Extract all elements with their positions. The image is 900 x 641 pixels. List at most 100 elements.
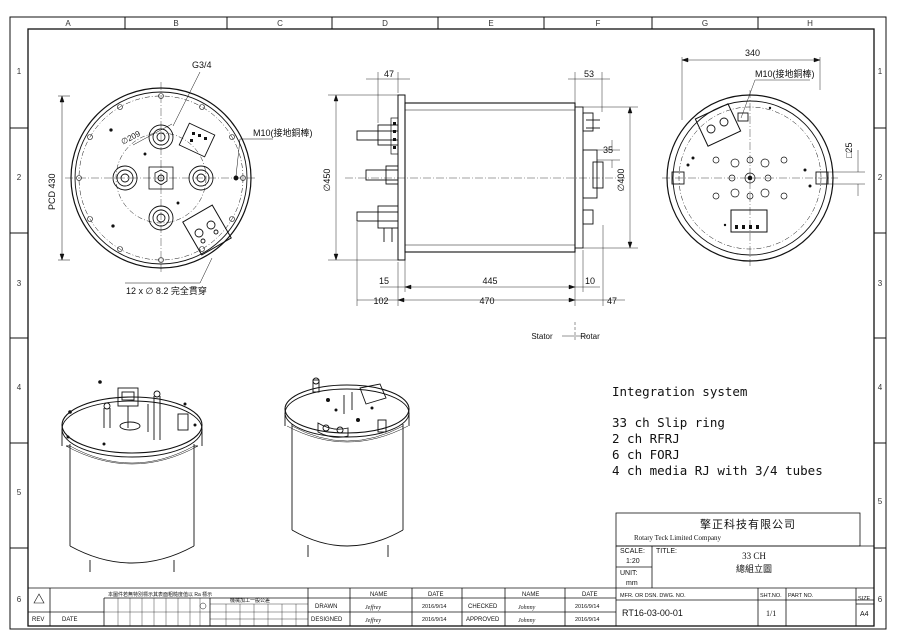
rev-label: REV [32, 617, 44, 623]
approved-date: 2016/9/14 [575, 617, 599, 623]
checked-date: 2016/9/14 [575, 604, 599, 610]
dim-10: 10 [585, 276, 595, 286]
front-view-annotations [58, 71, 273, 284]
drawing-number: RT16-03-00-01 [622, 608, 683, 618]
dim-35: 35 [603, 145, 613, 155]
label-stator: Stator [531, 332, 553, 341]
iso-view-right [284, 377, 410, 557]
front-view [65, 82, 257, 274]
title-block-text: 擎正科技有限公司 Rotary Teck Limited Company SCA… [32, 517, 871, 624]
drawn-name: Jeffrey [365, 604, 381, 611]
checked-label: CHECKED [468, 604, 498, 610]
side-view-dimensions [328, 72, 638, 342]
row-label-4: 4 [17, 383, 22, 392]
notes-line-2: 2 ch RFRJ [612, 431, 680, 446]
col-label-a: A [65, 19, 71, 28]
approved-name: Johnny [518, 618, 536, 624]
row-label-5: 5 [17, 488, 22, 497]
surface-note: 本圖件若無特別標示其表面粗糙度值以 Ra 標示 [108, 591, 212, 598]
row-label-3-right: 3 [878, 279, 883, 288]
row-label-1: 1 [17, 67, 22, 76]
title-block [28, 512, 874, 626]
rear-view [662, 90, 838, 266]
unit-label: UNIT: [620, 570, 638, 577]
col-label-b: B [173, 19, 178, 28]
dim-53: 53 [584, 69, 594, 79]
side-view-labels: 47 53 35 ∅450 ∅400 15 445 10 102 470 47 … [322, 69, 626, 341]
scale-label: SCALE: [620, 548, 645, 555]
size-label: SIZE [858, 596, 871, 602]
row-label-5-right: 5 [878, 497, 883, 506]
title-label: TITLE: [656, 548, 677, 555]
label-holes: 12 x ∅ 8.2 完全貫穿 [126, 285, 207, 296]
notes-line-1: 33 ch Slip ring [612, 415, 725, 430]
col-label-f: F [596, 19, 601, 28]
dim-47-bottom: 47 [607, 296, 617, 306]
grid-labels: A B C D E F G H 1 2 3 4 5 6 1 2 3 4 5 6 [17, 19, 883, 604]
drawn-date: 2016/9/14 [422, 604, 446, 610]
row-label-4-right: 4 [878, 383, 883, 392]
notes-heading: Integration system [612, 384, 747, 399]
company-name-cn: 擎正科技有限公司 [700, 517, 796, 531]
notes-block: Integration system 33 ch Slip ring 2 ch … [612, 384, 823, 478]
label-dia209: ∅209 [120, 129, 143, 147]
col-label-c: C [277, 19, 283, 28]
rear-view-dimensions [681, 57, 865, 196]
dim-47-top: 47 [384, 69, 394, 79]
designed-name: Jeffrey [365, 617, 381, 624]
label-g34: G3/4 [192, 60, 212, 70]
name-header-2: NAME [522, 592, 539, 598]
drawn-label: DRAWN [315, 604, 337, 610]
checked-name: Johnny [518, 605, 536, 611]
date-header-2: DATE [582, 592, 598, 598]
notes-line-3: 6 ch FORJ [612, 447, 680, 462]
side-view [345, 94, 625, 261]
col-label-h: H [807, 19, 813, 28]
iso-view-left [61, 380, 203, 572]
dim-sq25: □25 [844, 143, 854, 158]
sheet-value: 1/1 [766, 609, 776, 618]
dim-470: 470 [479, 296, 494, 306]
dim-15: 15 [379, 276, 389, 286]
rear-ports [712, 156, 788, 200]
designed-label: DESIGNED [311, 617, 343, 623]
row-label-3: 3 [17, 279, 22, 288]
tolerance-note: 機械加工一般公差 [230, 597, 270, 604]
col-label-e: E [488, 19, 493, 28]
col-label-g: G [702, 19, 708, 28]
col-label-d: D [382, 19, 388, 28]
row-label-2-right: 2 [878, 173, 883, 182]
notes-line-4: 4 ch media RJ with 3/4 tubes [612, 463, 823, 478]
dim-102: 102 [373, 296, 388, 306]
designed-date: 2016/9/14 [422, 617, 446, 623]
label-m10-front: M10(接地銅棒) [253, 127, 313, 138]
date-header: DATE [428, 592, 444, 598]
row-label-2: 2 [17, 173, 22, 182]
sheet-label: SHT.NO. [760, 593, 782, 599]
row-label-6-right: 6 [878, 595, 883, 604]
rear-view-labels: 340 M10(接地銅棒) □25 [745, 48, 854, 158]
label-m10-rear: M10(接地銅棒) [755, 68, 815, 79]
pipe-ports [112, 124, 214, 231]
sheet-frame [9, 16, 887, 630]
company-name-en: Rotary Teck Limited Company [634, 534, 722, 542]
dim-dia400: ∅400 [616, 169, 626, 192]
row-label-1-right: 1 [878, 67, 883, 76]
dim-340: 340 [745, 48, 760, 58]
title-line-2: 總組立圖 [736, 563, 772, 574]
label-rotar: Rotar [580, 332, 600, 341]
part-label: PART NO. [788, 593, 814, 599]
title-line-1: 33 CH [742, 551, 766, 561]
rev-date-label: DATE [62, 617, 78, 623]
dim-dia450: ∅450 [322, 169, 332, 192]
bolt-holes [76, 93, 246, 263]
mfr-label: MFR. OR DSN. DWG. NO. [620, 593, 686, 599]
scale-value: 1:20 [626, 558, 640, 565]
label-pcd430: PCD 430 [47, 173, 57, 210]
name-header: NAME [370, 592, 387, 598]
approved-label: APPROVED [466, 617, 500, 623]
dim-445: 445 [482, 276, 497, 286]
row-label-6: 6 [17, 595, 22, 604]
